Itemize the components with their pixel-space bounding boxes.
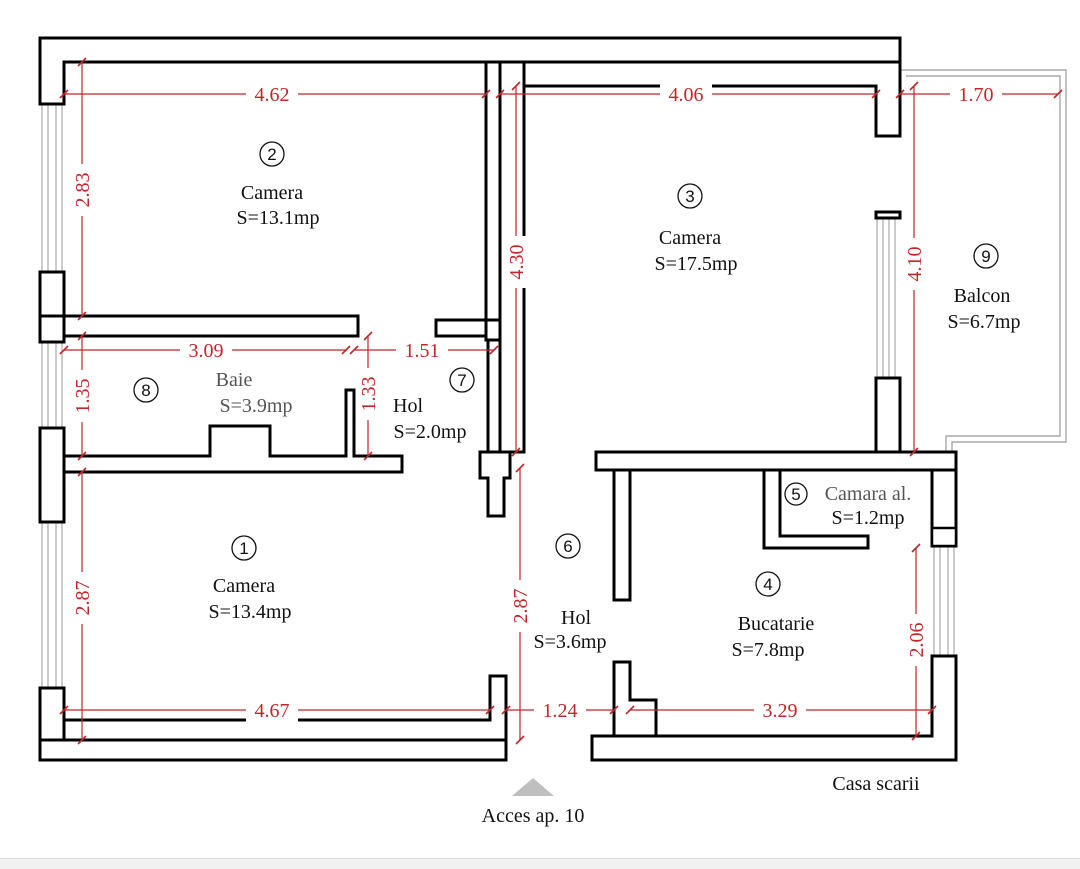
balcony-outline — [900, 69, 1067, 452]
dim-label: 3.29 — [763, 700, 798, 722]
room-area: S=3.6mp — [534, 631, 607, 653]
room-3-label: 3 Camera S=17.5mp — [655, 183, 738, 275]
room-6-label: 6 Hol S=3.6mp — [534, 533, 607, 653]
room-number: 5 — [791, 485, 800, 504]
dim-label: 1.51 — [405, 340, 440, 362]
dim-label: 4.67 — [255, 700, 290, 722]
dim-label: 2.87 — [72, 581, 94, 616]
room-name: Hol — [393, 395, 423, 417]
dim-label: 1.35 — [72, 379, 94, 414]
room-name: Camera — [241, 182, 303, 204]
stairwell-label: Casa scarii — [832, 773, 920, 795]
balcony-door-window — [876, 211, 896, 379]
walls — [38, 36, 958, 762]
room-area: S=7.8mp — [732, 639, 805, 661]
room-area: S=17.5mp — [655, 253, 738, 275]
room-name: Bucatarie — [738, 613, 815, 635]
room-number: 4 — [763, 575, 772, 594]
room-area: S=1.2mp — [832, 507, 905, 529]
dim-label: 4.10 — [904, 247, 926, 282]
room-number: 2 — [267, 145, 276, 164]
room-number: 9 — [981, 247, 990, 266]
dim-label: 3.09 — [189, 340, 224, 362]
room-2-label: 2 Camera S=13.1mp — [237, 141, 320, 229]
dim-label: 1.33 — [358, 377, 380, 412]
dim-label: 2.83 — [72, 173, 94, 208]
window-kitchen — [933, 545, 955, 659]
room-number: 3 — [685, 187, 694, 206]
dim-label: 2.87 — [510, 589, 532, 624]
room-name: Baie — [216, 369, 253, 391]
room-9-label: 9 Balcon S=6.7mp — [948, 243, 1021, 333]
entrance-label: Acces ap. 10 — [482, 805, 585, 827]
room-name: Camera — [659, 227, 721, 249]
room-area: S=13.4mp — [209, 601, 292, 623]
room-name: Camera — [213, 575, 275, 597]
window-room-1 — [41, 521, 63, 689]
windows — [41, 103, 955, 689]
room-number: 7 — [457, 371, 466, 390]
room-area: S=6.7mp — [948, 311, 1021, 333]
room-name: Balcon — [954, 285, 1011, 307]
room-1-label: 1 Camera S=13.4mp — [209, 535, 292, 623]
room-number: 8 — [141, 381, 150, 400]
dim-label: 4.30 — [506, 245, 528, 280]
room-area: S=2.0mp — [394, 421, 467, 443]
dim-label: 2.06 — [906, 623, 928, 658]
dim-label: 1.70 — [959, 84, 994, 106]
entrance-arrow-icon — [512, 778, 554, 796]
dimension-labels: 4.62 4.06 1.70 2.83 4.30 4.10 3.09 1.51 … — [70, 82, 1002, 722]
room-5-label: 5 Camara al. S=1.2mp — [784, 482, 912, 529]
dim-label: 4.62 — [255, 84, 290, 106]
dim-label: 4.06 — [669, 84, 704, 106]
room-number: 6 — [563, 537, 572, 556]
room-area: S=13.1mp — [237, 207, 320, 229]
room-area: S=3.9mp — [220, 395, 293, 417]
dim-label: 1.24 — [543, 700, 578, 722]
window-bathroom — [41, 341, 63, 429]
room-4-label: 4 Bucatarie S=7.8mp — [732, 571, 815, 661]
room-7-label: 7 Hol S=2.0mp — [393, 367, 475, 443]
room-name: Hol — [561, 607, 591, 629]
window-room-2 — [41, 103, 63, 273]
room-number: 1 — [239, 539, 248, 558]
bottom-edge — [0, 858, 1080, 869]
room-name: Camara al. — [825, 483, 912, 505]
room-8-label: 8 Baie S=3.9mp — [133, 369, 293, 417]
